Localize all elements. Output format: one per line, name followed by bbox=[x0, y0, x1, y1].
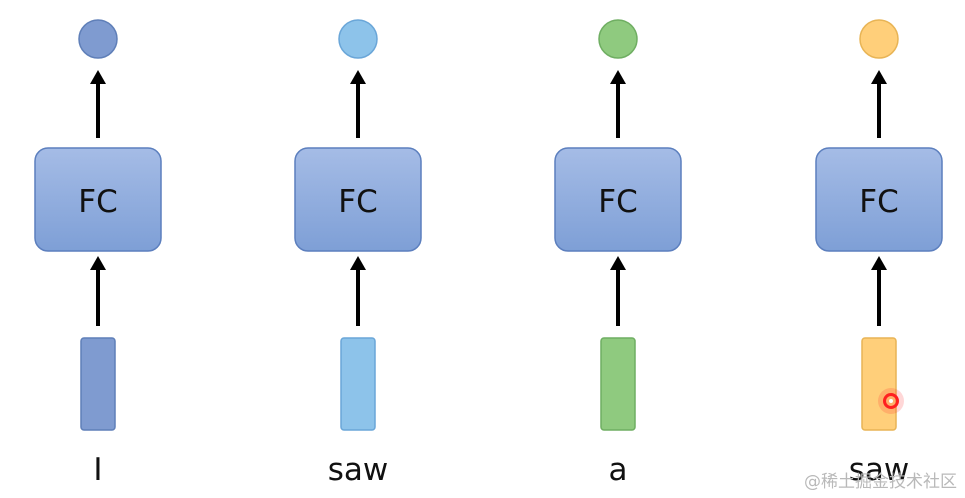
input-embedding bbox=[861, 337, 897, 431]
fc-box: FC bbox=[294, 147, 422, 252]
fc-box-shape bbox=[34, 147, 162, 252]
word-label: I bbox=[93, 452, 102, 488]
column-3: FC a bbox=[554, 19, 682, 488]
fc-box: FC bbox=[554, 147, 682, 252]
fc-box-shape bbox=[294, 147, 422, 252]
fc-box: FC bbox=[815, 147, 943, 252]
input-embedding bbox=[340, 337, 376, 431]
arrow-up-icon bbox=[610, 256, 626, 326]
arrow-up-icon bbox=[350, 256, 366, 326]
fc-box-shape bbox=[815, 147, 943, 252]
output-node bbox=[598, 19, 638, 59]
input-embedding bbox=[600, 337, 636, 431]
column-4: FC saw bbox=[815, 19, 943, 488]
arrow-up-icon bbox=[871, 70, 887, 138]
fc-label: FC bbox=[78, 184, 117, 220]
fc-label: FC bbox=[338, 184, 377, 220]
fc-label: FC bbox=[859, 184, 898, 220]
word-label: saw bbox=[328, 452, 389, 488]
column-2: FC saw bbox=[294, 19, 422, 488]
fc-box: FC bbox=[34, 147, 162, 252]
fc-label: FC bbox=[598, 184, 637, 220]
output-node bbox=[338, 19, 378, 59]
arrow-up-icon bbox=[610, 70, 626, 138]
arrow-up-icon bbox=[90, 70, 106, 138]
fc-box-shape bbox=[554, 147, 682, 252]
column-1: FC I bbox=[34, 19, 162, 488]
pointer-center bbox=[889, 399, 893, 403]
word-label: a bbox=[609, 452, 628, 488]
output-node bbox=[859, 19, 899, 59]
output-node bbox=[78, 19, 118, 59]
pointer-ring bbox=[883, 393, 899, 409]
word-label: saw bbox=[849, 452, 910, 488]
pointer-marker bbox=[878, 388, 904, 414]
input-embedding bbox=[80, 337, 116, 431]
arrow-up-icon bbox=[871, 256, 887, 326]
arrow-up-icon bbox=[350, 70, 366, 138]
columns-layer: FC I FC saw FC a FC saw bbox=[34, 19, 943, 488]
watermark: @稀土掘金技术社区 bbox=[804, 472, 957, 492]
arrow-up-icon bbox=[90, 256, 106, 326]
